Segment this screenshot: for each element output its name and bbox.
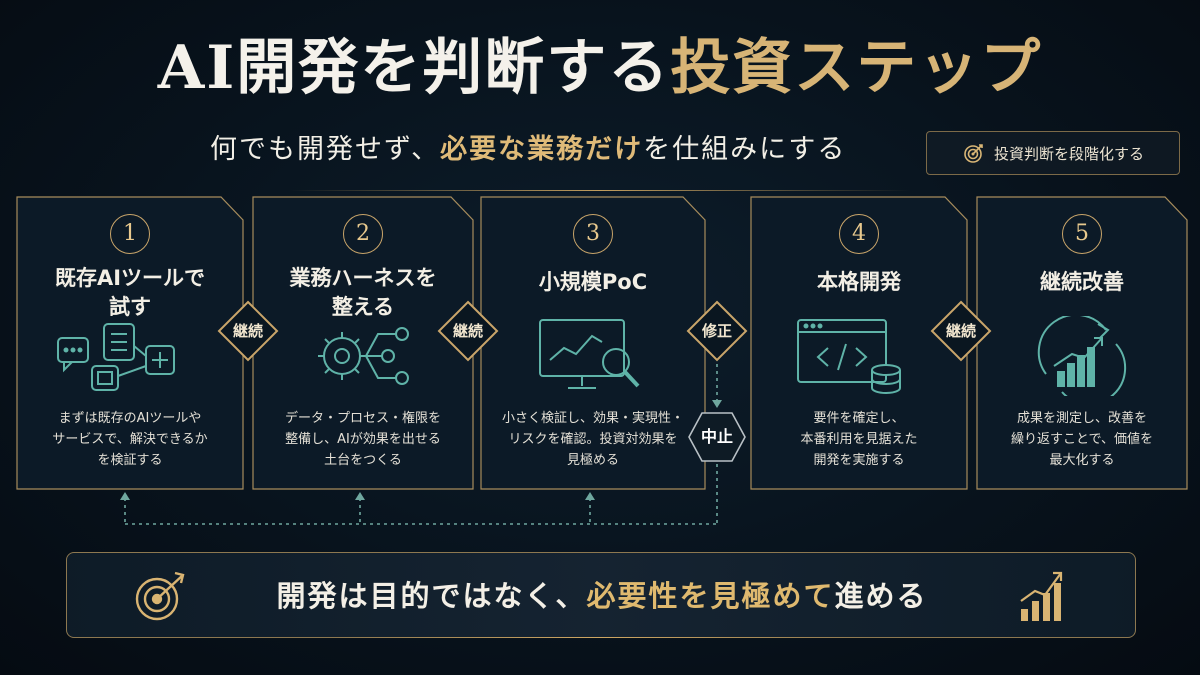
target-arrow-icon [135, 571, 185, 621]
step-title-line1: 継続改善 [1040, 270, 1124, 294]
bar-growth-icon [1020, 571, 1063, 621]
page-title: AI開発を判断する投資ステップ [0, 38, 1200, 98]
desc-line2: リスクを確認。投資対効果を [508, 432, 678, 447]
badge-label: 投資判断を段階化する [993, 144, 1144, 163]
bottom-glow-line [330, 637, 870, 638]
step-title: 業務ハーネスを整える [252, 264, 474, 322]
banner-part1: 開発は目的ではなく、 [276, 579, 587, 613]
step-description: 要件を確定し、本番利用を見据えた開発を実施する [750, 408, 968, 471]
desc-line1: データ・プロセス・権限を [284, 411, 441, 426]
subtitle-part1: 何でも開発せず、 [210, 134, 441, 165]
step-number: 2 [343, 214, 383, 254]
desc-line1: まずは既存のAIツールや [58, 411, 202, 426]
step-title-line2: 試す [109, 295, 151, 319]
step-title: 継続改善 [976, 268, 1188, 297]
desc-line1: 要件を確定し、 [813, 411, 905, 426]
step-title-line1: 小規模PoC [538, 270, 648, 294]
connector-label: 修正 [701, 322, 732, 340]
feedback-lines [120, 364, 722, 525]
desc-line3: 見極める [566, 453, 619, 468]
desc-line1: 小さく検証し、効果・実現性・ [501, 411, 684, 426]
step-title-line2: 整える [331, 295, 395, 319]
stop-label: 中止 [700, 427, 733, 446]
step-description: 小さく検証し、効果・実現性・リスクを確認。投資対効果を見極める [480, 408, 706, 471]
growth-cycle-icon [1037, 316, 1127, 396]
desc-line2: 本番利用を見据えた [800, 432, 918, 447]
conclusion-banner: 開発は目的ではなく、必要性を見極めて進める [66, 552, 1136, 638]
stop-node: 中止 [688, 412, 746, 462]
desc-line3: 土台をつくる [324, 453, 402, 468]
step-description: まずは既存のAIツールやサービスで、解決できるかを検証する [16, 408, 244, 471]
top-glow-line [290, 190, 910, 191]
step-description: データ・プロセス・権限を整備し、AIが効果を出せる土台をつくる [252, 408, 474, 471]
card-frame [976, 196, 1188, 490]
banner-highlight: 必要性を見極めて [586, 579, 835, 613]
target-icon [964, 144, 983, 163]
connector-continue-2: 継続 [437, 300, 499, 362]
step-card-5: 5 継続改善 成果を測定し、改善を繰り返すことで、価値を最大化する [976, 196, 1188, 490]
chat-apps-icon [57, 323, 175, 391]
desc-line1: 成果を測定し、改善を [1016, 411, 1147, 426]
desc-line2: 繰り返すことで、価値を [1010, 432, 1154, 447]
banner-part2: 進める [834, 579, 928, 613]
connector-label: 継続 [232, 322, 263, 340]
gear-network-icon [318, 327, 409, 385]
subtitle-highlight: 必要な業務だけ [440, 134, 644, 165]
step-title-line1: 本格開発 [817, 270, 901, 294]
step-title: 既存AIツールで試す [16, 264, 244, 322]
subtitle-part2: を仕組みにする [643, 134, 847, 165]
title-main: AI開発を判断する [157, 33, 671, 103]
step-card-4: 4 本格開発 要件を確定し、本番利用を見据えた開発を実施する [750, 196, 968, 490]
connector-revise: 修正 [686, 300, 748, 362]
step-number: 3 [573, 214, 613, 254]
desc-line3: を検証する [97, 453, 163, 468]
title-accent: 投資ステップ [670, 33, 1043, 103]
desc-line3: 最大化する [1049, 453, 1115, 468]
step-card-3: 3 小規模PoC 小さく検証し、効果・実現性・リスクを確認。投資対効果を見極める [480, 196, 706, 490]
step-title-line1: 既存AIツールで [54, 266, 206, 290]
desc-line3: 開発を実施する [813, 453, 905, 468]
step-number: 4 [839, 214, 879, 254]
connector-label: 継続 [945, 322, 976, 340]
subtitle: 何でも開発せず、必要な業務だけを仕組みにする [210, 134, 930, 166]
monitor-chart-search-icon [539, 319, 640, 389]
step-title: 小規模PoC [480, 268, 706, 297]
step-number: 1 [110, 214, 150, 254]
step-title-line1: 業務ハーネスを [289, 266, 437, 290]
card-frame [480, 196, 706, 490]
badge: 投資判断を段階化する [926, 131, 1180, 175]
connector-continue-1: 継続 [217, 300, 279, 362]
banner-message: 開発は目的ではなく、必要性を見極めて進める [67, 553, 1137, 639]
connector-label: 継続 [452, 322, 483, 340]
step-title: 本格開発 [750, 268, 968, 297]
desc-line2: サービスで、解決できるか [52, 432, 208, 447]
connector-continue-3: 継続 [930, 300, 992, 362]
desc-line2: 整備し、AIが効果を出せる [285, 432, 441, 447]
step-description: 成果を測定し、改善を繰り返すことで、価値を最大化する [976, 408, 1188, 471]
step-number: 5 [1062, 214, 1102, 254]
code-window-database-icon [797, 319, 901, 394]
step-card-1: 1 既存AIツールで試す まずは既存のAIツールやサービスで、解決できるかを検証… [16, 196, 244, 490]
